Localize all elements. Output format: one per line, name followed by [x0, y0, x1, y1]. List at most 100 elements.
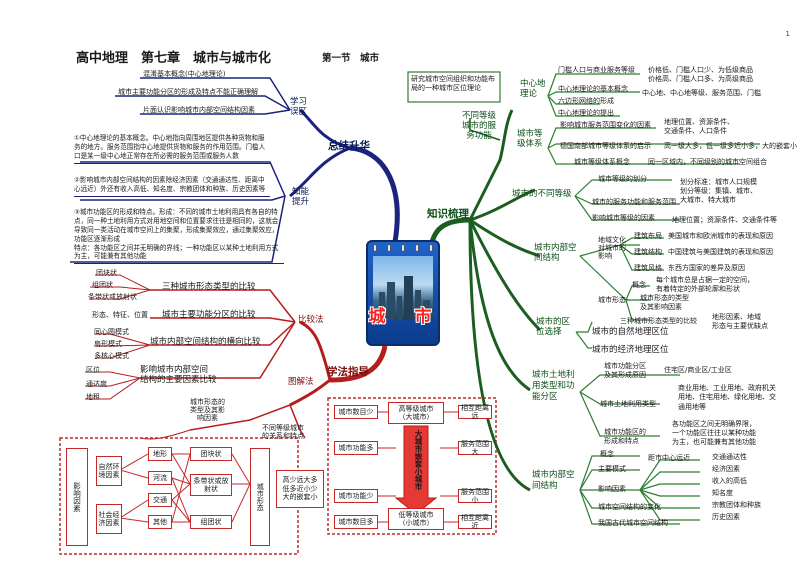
butong-item-1-detail: 划分标准：城市人口规模 划分等级：集镇、城市、 大城市、特大城市	[680, 178, 757, 205]
xingtai-k-3-detail: 地形因素、地域 形态与主要优缺点	[712, 313, 768, 331]
xingtai-k-3: 三种城市形态类型的比较	[620, 317, 697, 325]
pyramid-ml: 城市功能多	[334, 441, 378, 455]
branch-zongjie: 总结升华	[328, 140, 370, 152]
dengji-item-1: 影响城市服务范围变化的因素	[560, 121, 651, 129]
neibu-factor-3: 收入的高低	[712, 477, 747, 485]
tudi-item-2-detail: 商业用地、工业用地、政府机关用地、住宅用地、绿化用地、交通用地等	[678, 384, 776, 411]
zhongxindi-item-1: 门槛人口与商业服务等级	[558, 66, 635, 74]
xingtai-item-2: 组团状	[92, 281, 113, 289]
butong-item-2: 城市的服务功能和服务范围	[592, 198, 676, 206]
neibu-factor-6: 历史因素	[712, 513, 740, 521]
neibu-item-4: 城市空间结构的变化	[598, 503, 661, 511]
branch-zongjie-line	[349, 145, 400, 243]
center-city-card: 城 市	[366, 240, 440, 346]
neibu-factor-5: 宗教团体和种族	[712, 501, 761, 509]
pyramid-bl2: 城市数目多	[334, 515, 378, 529]
binder-rings	[368, 244, 438, 252]
city-skyline-image	[373, 256, 433, 320]
gongneng-prefix: 形态、特征、位置	[92, 311, 148, 319]
neibu-item-5: 我国古代城市空间结构	[598, 519, 668, 527]
tudi-item-1: 城市功能分区 及其形成原因	[604, 362, 646, 380]
neibu-jiegou-label: 城市内部空间结构	[532, 470, 575, 492]
tisheng-item-2: ②影响城市内部空间结构的因素除经济因素（交通通达性、距离中心远近）外还有收入高低…	[74, 176, 270, 197]
section-title: 第一节 城市	[322, 53, 380, 64]
butong-dengji-label: 城市的不同等级	[512, 189, 572, 199]
dengji-item-1-detail: 地理位置、资源条件、 交通条件、人口条件	[664, 118, 734, 136]
quwei-item-2: 城市的经济地理区位	[592, 345, 669, 355]
shape-tiaodai: 条带状或放射状	[190, 474, 232, 496]
moshi-item-3: 多核心模式	[94, 352, 129, 360]
pyramid-arrow-label: 大城市嵌套小城市	[414, 430, 423, 490]
butong-item-3: 影响城市等级的因素	[592, 214, 655, 222]
yinsu-item-2: 通达度	[86, 380, 107, 388]
neibu-item-3: 影响因素	[598, 485, 626, 493]
yinsu-item-3: 地租	[86, 393, 100, 401]
fuwu-gongneng-label: 不同等级 城市的服 务功能	[462, 111, 497, 141]
bijiao-label: 比较法	[298, 315, 324, 325]
xuexi-wuqu-label: 学习 误区	[290, 97, 308, 117]
chengshi-xingtai-label: 城市形态	[598, 296, 626, 304]
neibu-factor-2: 经济因素	[712, 465, 740, 473]
xingtai-item-1: 团块状	[96, 269, 117, 277]
bijiao-xingtai-label: 三种城市形态类型的比较	[162, 282, 256, 292]
wuqu-item-1: 混淆基本概念(中心地理论)	[143, 70, 226, 78]
tujie-xingtai-yinsu: 城市形态的 类型及其影 响因素	[190, 398, 225, 423]
wenhua-item-3-detail: 东西方国家的差异及原因	[668, 264, 745, 272]
tujie-label: 图解法	[288, 377, 314, 387]
kongjian-jiegou-label: 城市内部空间结构	[534, 243, 577, 263]
tudi-label: 城市土地利用类型和功能分区	[532, 370, 575, 403]
xingtai-item-3: 条带状或放射状	[88, 293, 137, 301]
pyramid-br2: 相互距离近	[458, 514, 492, 530]
neibu-item-1-detail: 距市中心远近	[648, 454, 690, 462]
moshi-item-2: 扇形模式	[94, 340, 122, 348]
tujie-guanxi: 不同等级城市 的关系和特点	[262, 424, 304, 441]
dengji-item-2: 德国南部城市等级体系的启示	[560, 142, 651, 150]
shape-tuankuai: 团块状	[190, 447, 232, 461]
factor-group-shehui: 社会经济因素	[96, 504, 122, 534]
dengji-item-3: 城市等级体系概念	[574, 158, 630, 166]
wuqu-item-2: 城市主要功能分区的形成及特点不能正确理解	[118, 88, 258, 96]
dengji-tixi-label: 城市等级体系	[517, 129, 543, 149]
zhineng-tisheng-label: 知能 提升	[292, 187, 310, 207]
factor-dixing: 地形	[148, 447, 172, 461]
tudi-item-2: 城市土地利用类型	[600, 400, 656, 408]
xingtai-k-2: 城市形态的类型 及其影响因素	[640, 294, 689, 312]
page-title: 高中地理 第七章 城市与城市化	[76, 51, 272, 66]
pyramid-mr: 服务范围大	[458, 440, 492, 456]
yinsu-item-1: 区位	[86, 366, 100, 374]
branch-xuefa-line	[329, 345, 388, 383]
quwei-item-1: 城市的自然地理区位	[592, 327, 669, 337]
factor-heliu: 河流	[148, 471, 172, 485]
factor-group-ziran: 自然环境因素	[96, 456, 122, 486]
zhongxindi-item-2-detail: 中心地、中心地等级、服务范围、门槛	[642, 89, 761, 97]
wenhua-item-1: 建筑布局	[634, 232, 662, 240]
zhongxindi-item-3: 六边形网络的形成	[558, 97, 614, 105]
center-title: 城 市	[368, 307, 438, 327]
wenhua-label: 地域文化对城市的影响	[598, 236, 626, 261]
shape-result: 城市形态	[250, 448, 270, 546]
tudi-item-3: 城市功能区的 形成和特点	[604, 428, 646, 446]
bijiao-yinsu-label: 影响城市内部空间 结构的主要因素比较	[140, 365, 217, 385]
page-number: 1	[785, 30, 790, 38]
yanjiu-note: 研究城市空间组织和功能布局的一种城市区位理论	[411, 75, 495, 93]
tudi-item-1-detail: 住宅区/商业区/工业区	[664, 366, 732, 374]
pyramid-low: 低等级城市 （小城市）	[388, 508, 444, 530]
tisheng-item-1: ①中心地理论的基本概念。中心地指向周围地区提供各种货物和服务的地方。服务范围指中…	[74, 134, 270, 164]
branch-xuefa: 学法指导	[327, 366, 369, 378]
quwei-label: 城市的区位选择	[536, 317, 571, 337]
factor-jiaotong: 交通	[148, 493, 172, 507]
pyramid-br1: 服务范围小	[458, 488, 492, 504]
wenhua-item-1-detail: 美国城市和欧洲城市的表现和原因	[668, 232, 773, 240]
factor-qita: 其他	[148, 515, 172, 529]
bijiao-gongneng-label: 城市主要功能分区的比较	[162, 310, 256, 320]
branch-zhishi: 知识梳理	[427, 208, 469, 220]
zhongxindi-item-1-detail: 价格低、门槛人口少、为低级商品 价格高、门槛人口多、为高级商品	[648, 66, 753, 84]
butong-item-1: 城市等级的划分	[598, 175, 647, 183]
xingtai-k-1: 概念	[632, 281, 646, 289]
tisheng-item-3: ③城市功能区的形成和特点。形成：不同的城市土地利用具有各自的特点，同一种土地利用…	[74, 208, 284, 265]
zhongxindi-item-2: 中心地理论的基本概念	[558, 85, 628, 93]
pyramid-bl1: 城市功能少	[334, 489, 378, 503]
bijiao-moshi-label: 城市内部空间结构的横向比较	[150, 337, 261, 347]
pyramid-high: 高等级城市 （大城市）	[388, 402, 444, 424]
